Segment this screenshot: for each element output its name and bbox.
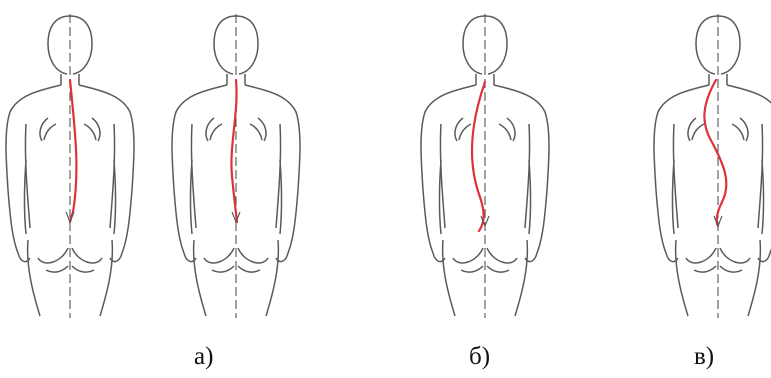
body-figure-a-normal-right xyxy=(172,14,300,318)
body-figure-a-normal-left xyxy=(6,14,134,318)
spine-curve xyxy=(472,82,485,231)
body-figure-b-c-curve xyxy=(421,14,549,318)
figure-label-v: в) xyxy=(694,344,714,369)
figure-label-b: б) xyxy=(469,344,490,369)
spine-curve xyxy=(70,80,76,222)
figure-label-a: а) xyxy=(194,344,213,369)
spine-curve xyxy=(704,80,726,226)
body-figure-v-s-curve xyxy=(654,14,771,318)
